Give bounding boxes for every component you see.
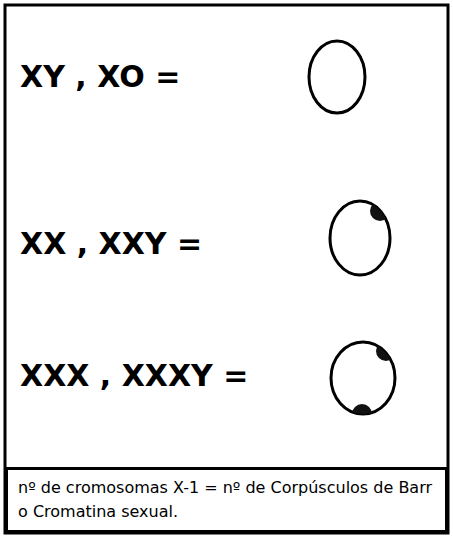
nucleus-circle [309,41,365,113]
karyotype-label: XXX , XXXY = [20,358,248,394]
barr-body [376,341,396,361]
nucleus-circle [330,201,390,275]
barr-body [370,201,390,221]
karyotype-label: XY , XO = [20,59,180,95]
karyotype-label: XX , XXY = [20,226,202,262]
barr-body [352,404,372,424]
caption-text: nº de cromosomas X-1 = nº de Corpúsculos… [8,470,445,530]
caption-box: nº de cromosomas X-1 = nº de Corpúsculos… [5,467,448,533]
nucleus-circle [331,342,395,414]
outer-frame [5,5,448,533]
